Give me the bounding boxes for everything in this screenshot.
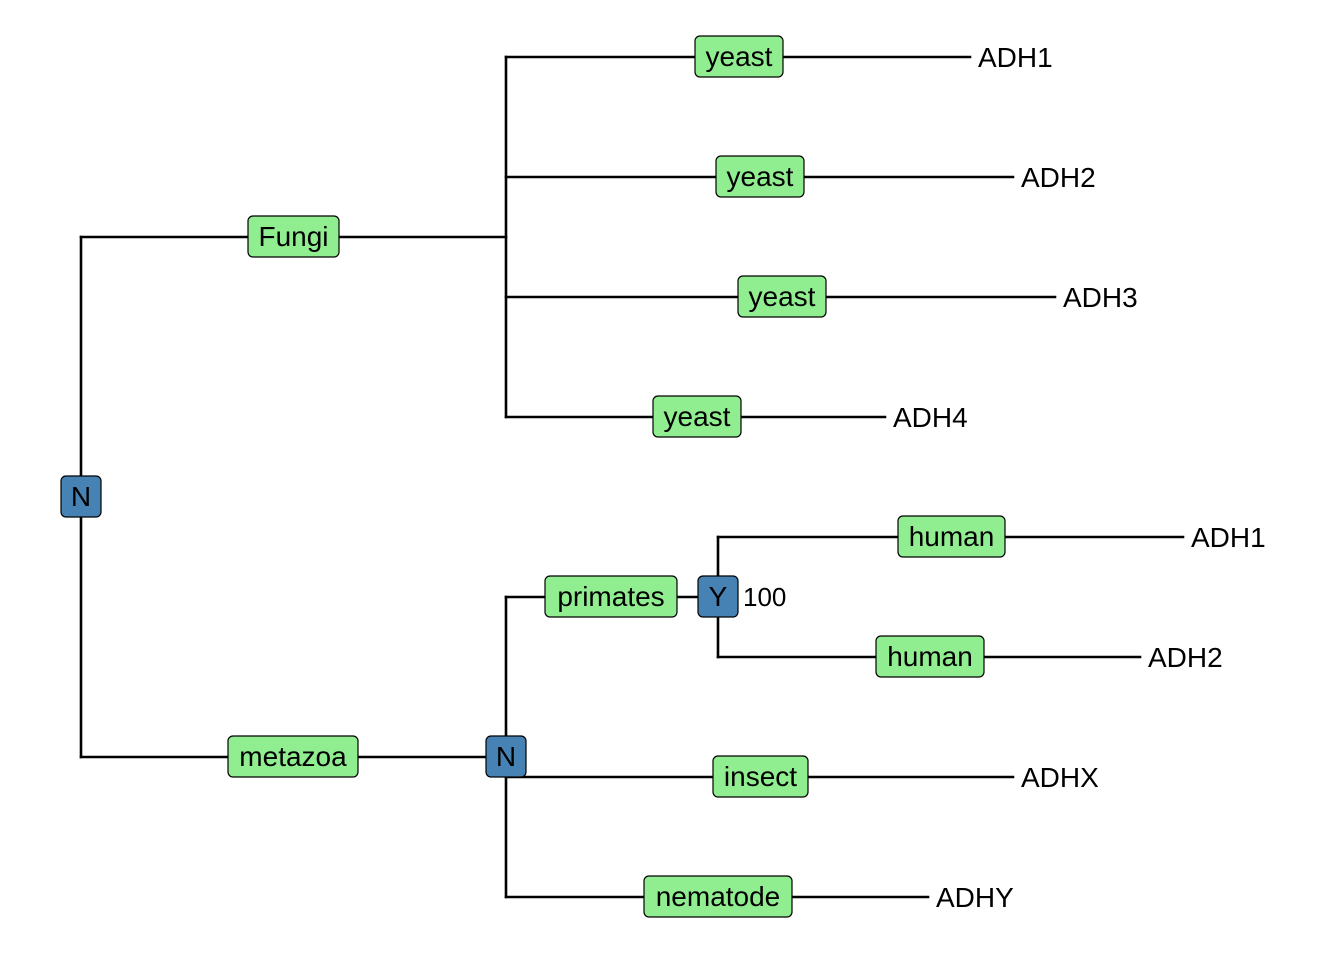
event-node-box xyxy=(697,575,739,618)
leaf-label-insect: insect xyxy=(712,755,809,798)
leaf-taxon-text: yeast xyxy=(749,281,816,312)
leaf-taxon-box xyxy=(694,35,784,78)
leaf-label-human-2: human xyxy=(875,635,985,678)
leaf-label-nematode: nematode xyxy=(643,875,793,918)
tip-label-human-adh2: ADH2 xyxy=(1148,642,1223,673)
leaf-taxon-text: yeast xyxy=(664,401,731,432)
event-node-box xyxy=(60,475,102,518)
event-node-text: N xyxy=(496,741,516,772)
clade-label-metazoa: metazoa xyxy=(227,735,359,778)
clade-label-text: primates xyxy=(557,581,664,612)
leaf-taxon-text: nematode xyxy=(656,881,781,912)
leaf-taxon-text: human xyxy=(887,641,973,672)
clade-label-box xyxy=(227,735,359,778)
event-node-text: Y xyxy=(709,581,728,612)
leaf-taxon-box xyxy=(715,155,805,198)
clade-label-box xyxy=(544,575,678,618)
tip-label-yeast-adh2: ADH2 xyxy=(1021,162,1096,193)
tip-label-human-adh1: ADH1 xyxy=(1191,522,1266,553)
event-node-primates: Y xyxy=(697,575,739,618)
tip-label-nematode-adhy: ADHY xyxy=(936,882,1014,913)
leaf-label-yeast-4: yeast xyxy=(652,395,742,438)
tip-label-yeast-adh1: ADH1 xyxy=(978,42,1053,73)
clade-label-primates: primates xyxy=(544,575,678,618)
leaf-taxon-box xyxy=(712,755,809,798)
event-node-text: N xyxy=(71,481,91,512)
leaf-label-yeast-2: yeast xyxy=(715,155,805,198)
leaf-label-yeast-1: yeast xyxy=(694,35,784,78)
event-node-metazoa: N xyxy=(485,735,527,778)
clade-label-box xyxy=(247,215,340,258)
bootstrap-support-value: 100 xyxy=(743,582,786,612)
leaf-taxon-box xyxy=(737,275,827,318)
clade-label-text: metazoa xyxy=(239,741,347,772)
leaf-taxon-text: human xyxy=(909,521,995,552)
tip-label-yeast-adh3: ADH3 xyxy=(1063,282,1138,313)
event-node-root: N xyxy=(60,475,102,518)
leaf-label-yeast-3: yeast xyxy=(737,275,827,318)
leaf-taxon-box xyxy=(652,395,742,438)
leaf-label-human-1: human xyxy=(897,515,1006,558)
leaf-taxon-text: yeast xyxy=(727,161,794,192)
leaf-taxon-text: yeast xyxy=(706,41,773,72)
leaf-taxon-box xyxy=(643,875,793,918)
tip-label-insect-adhx: ADHX xyxy=(1021,762,1099,793)
leaf-taxon-box xyxy=(897,515,1006,558)
tip-label-yeast-adh4: ADH4 xyxy=(893,402,968,433)
clade-label-fungi: Fungi xyxy=(247,215,340,258)
clade-label-text: Fungi xyxy=(258,221,328,252)
leaf-taxon-box xyxy=(875,635,985,678)
event-node-box xyxy=(485,735,527,778)
leaf-taxon-text: insect xyxy=(724,761,797,792)
